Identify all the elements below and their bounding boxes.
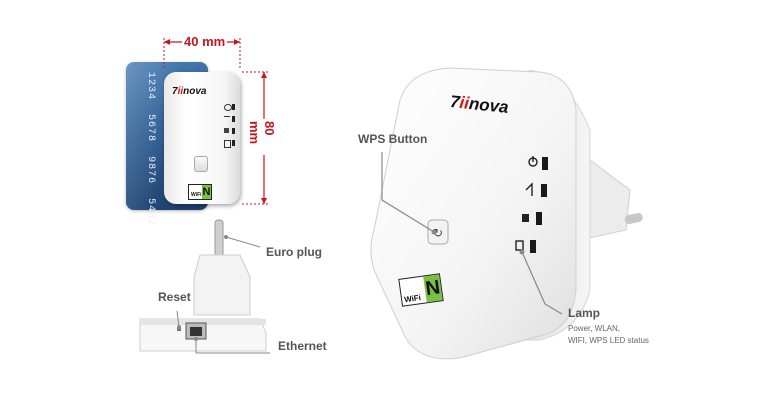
lan-icon — [224, 128, 229, 133]
badge-wifi-text: WiFi — [403, 293, 422, 305]
bottom-view-drawing — [139, 219, 270, 354]
wps-button-label: WPS Button — [358, 132, 428, 146]
wps-button-small — [194, 156, 208, 172]
led-indicator — [232, 116, 235, 122]
badge-n-text: N — [423, 274, 443, 303]
power-icon — [224, 104, 232, 111]
wlan-icon — [224, 116, 230, 122]
lamp-label: Lamp — [568, 306, 601, 320]
height-dimension-label: 80 mm — [247, 119, 277, 155]
main-product: ↻ 7iinova WiFi N WPS Button Lamp Power, … — [340, 40, 670, 380]
ethernet-label: Ethernet — [278, 339, 327, 353]
led-indicator — [232, 128, 235, 134]
lamp-detail-2: WIFI, WPS LED status — [568, 336, 649, 345]
wps-icon — [224, 140, 231, 148]
width-dimension-label: 40 mm — [182, 34, 228, 49]
badge-wifi-text: WiFi — [191, 192, 202, 198]
reset-label: Reset — [158, 290, 191, 304]
size-comparison: 1234 5678 9876 5432 7iinova WiFi N — [120, 30, 280, 226]
main-product-drawing: ↻ — [370, 67, 643, 360]
bottom-view: Euro plug Reset Ethernet — [130, 215, 380, 365]
svg-text:↻: ↻ — [433, 226, 443, 240]
wifi-n-badge-small: WiFi N — [188, 184, 212, 200]
euro-plug-label: Euro plug — [266, 245, 322, 259]
led-indicator — [232, 104, 235, 110]
badge-n-text: N — [202, 185, 211, 199]
wifi-n-badge-large: WiFi N — [398, 273, 444, 307]
repeater-front-small: 7iinova WiFi N — [164, 72, 240, 204]
led-indicator — [232, 140, 235, 146]
brand-logo-small: 7iinova — [172, 86, 207, 97]
lamp-detail-1: Power, WLAN, — [568, 324, 621, 333]
